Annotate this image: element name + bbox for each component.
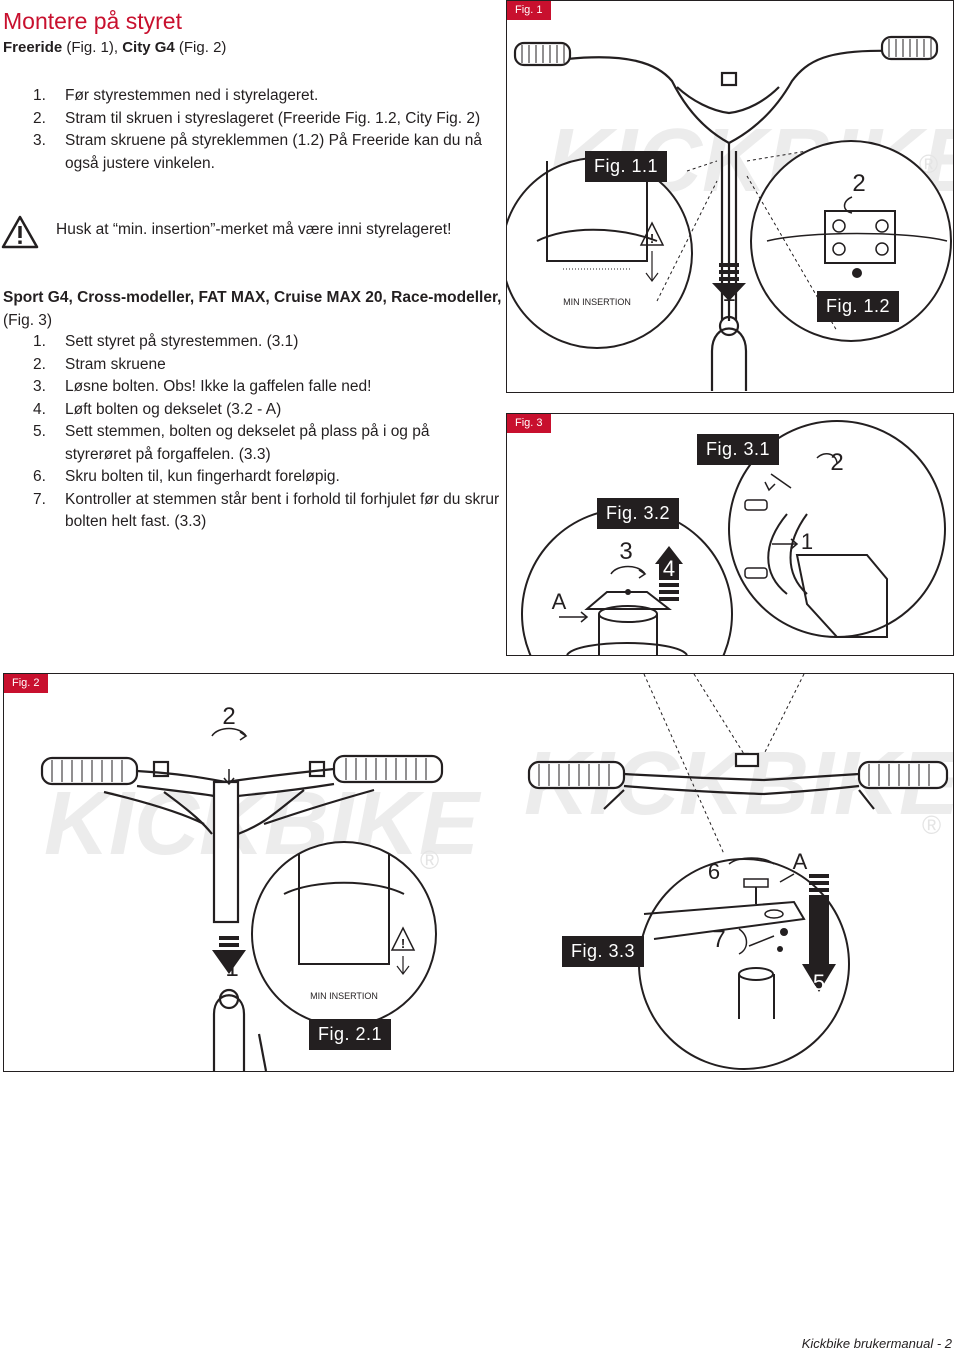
subtitle-model-freeride: Freeride	[3, 39, 63, 56]
list-item: 2.Stram skruene	[33, 355, 166, 373]
svg-text:1: 1	[225, 955, 238, 982]
list-item: 2.Stram til skruen i styreslageret (Free…	[33, 109, 481, 127]
svg-text:MIN INSERTION: MIN INSERTION	[310, 991, 378, 1001]
warning-triangle-icon	[1, 215, 39, 249]
warning-text: Husk at “min. insertion”-merket må være …	[56, 221, 452, 238]
svg-text:3: 3	[619, 538, 632, 565]
figure-tag: Fig. 3	[507, 414, 551, 433]
list-item: 1.Før styrestemmen ned i styrelageret.	[33, 87, 319, 104]
section-title: Sport G4, Cross-modeller, FAT MAX, Cruis…	[3, 289, 502, 329]
svg-text:®: ®	[922, 810, 941, 840]
figure-tag: Fig. 1	[507, 1, 551, 20]
figure-2-illustration: KICKBIKE ® KICKBIKE ® 2	[40, 674, 953, 1071]
svg-text:KICKBIKE: KICKBIKE	[44, 774, 482, 874]
figure-1: KICKBIKE ® 1	[506, 0, 954, 393]
lift-arrow-4: 4	[655, 546, 683, 601]
svg-text:2: 2	[830, 449, 843, 476]
figure-label: Fig. 3.2	[597, 498, 680, 529]
figure-label: Fig. 1.2	[817, 291, 900, 322]
detail-circle-1-2: 2	[750, 140, 952, 342]
svg-text:!: !	[650, 231, 654, 246]
svg-text:7: 7	[712, 926, 725, 953]
detail-circle-2-1: MIN INSERTION !	[251, 841, 437, 1027]
figure-label: Fig. 3.3	[562, 936, 645, 967]
list-item: 3.Løsne bolten. Obs! Ikke la gaffelen fa…	[33, 378, 372, 395]
insert-arrow-5: 5	[802, 874, 836, 995]
figure-3: 3 A 4 2 1	[506, 413, 954, 656]
list-item: 7.Kontroller at stemmen står bent i forh…	[33, 490, 500, 531]
svg-text:MIN INSERTION: MIN INSERTION	[563, 297, 631, 307]
sport-handlebar-drawing	[527, 752, 949, 810]
svg-text:!: !	[401, 936, 405, 951]
figure-label: Fig. 1.1	[585, 151, 668, 182]
detail-circle-3-1: 2 1	[728, 420, 946, 638]
warning-note: Husk at “min. insertion”-merket må være …	[0, 212, 500, 252]
list-item: 6.Skru bolten til, kun fingerhardt forel…	[33, 468, 340, 485]
svg-text:A: A	[552, 589, 567, 614]
svg-text:2: 2	[222, 703, 235, 730]
subtitle-model-city: City G4	[122, 39, 175, 56]
detail-circle-1-1: MIN INSERTION	[507, 157, 693, 349]
list-item: 4.Løft bolten og dekselet (3.2 - A)	[33, 400, 282, 418]
insert-arrow-1: 1	[212, 936, 246, 982]
subtitle-ref-1: (Fig. 1),	[62, 39, 123, 56]
figure-2: KICKBIKE ® KICKBIKE ® 2	[3, 673, 954, 1072]
page-footer: Kickbike brukermanual - 2	[801, 1336, 952, 1351]
detail-circle-3-3: 6 A 7 5	[638, 849, 850, 1070]
insert-arrow-1: 1	[712, 263, 746, 307]
svg-text:5: 5	[813, 970, 825, 995]
warning-triangle-icon: !	[390, 926, 416, 975]
figure-label: Fig. 3.1	[697, 434, 780, 465]
figure-1-illustration: KICKBIKE ® 1	[507, 35, 953, 391]
warning-triangle-icon: !	[639, 221, 665, 282]
figure-3-illustration: 3 A 4 2 1	[521, 420, 946, 655]
list-item: 3.Stram skruene på styreklemmen (1.2) På…	[33, 132, 482, 172]
svg-text:®: ®	[420, 845, 439, 875]
svg-text:A: A	[793, 849, 808, 874]
subtitle-ref-2: (Fig. 2)	[174, 39, 227, 56]
detail-circle-3-2: 3 A 4	[521, 508, 733, 655]
svg-text:1: 1	[722, 280, 735, 307]
svg-text:6: 6	[708, 859, 720, 884]
sport-steps-list: 1.Sett styret på styrestemmen. (3.1) 2.S…	[33, 331, 499, 534]
svg-text:4: 4	[663, 556, 675, 581]
city-handlebar-drawing	[40, 754, 444, 924]
list-item: 1.Sett styret på styrestemmen. (3.1)	[33, 333, 299, 350]
page-title: Montere på styret	[3, 8, 182, 34]
freeride-steps-list: 1.Før styrestemmen ned i styrelageret. 2…	[33, 85, 503, 175]
figure-tag: Fig. 2	[4, 674, 48, 693]
list-item: 5.Sett stemmen, bolten og dekselet på pl…	[33, 423, 430, 463]
svg-text:2: 2	[852, 170, 865, 197]
svg-text:1: 1	[801, 529, 813, 554]
page-subtitle: Freeride (Fig. 1), City G4 (Fig. 2)	[3, 39, 226, 56]
figure-label: Fig. 2.1	[309, 1019, 392, 1050]
